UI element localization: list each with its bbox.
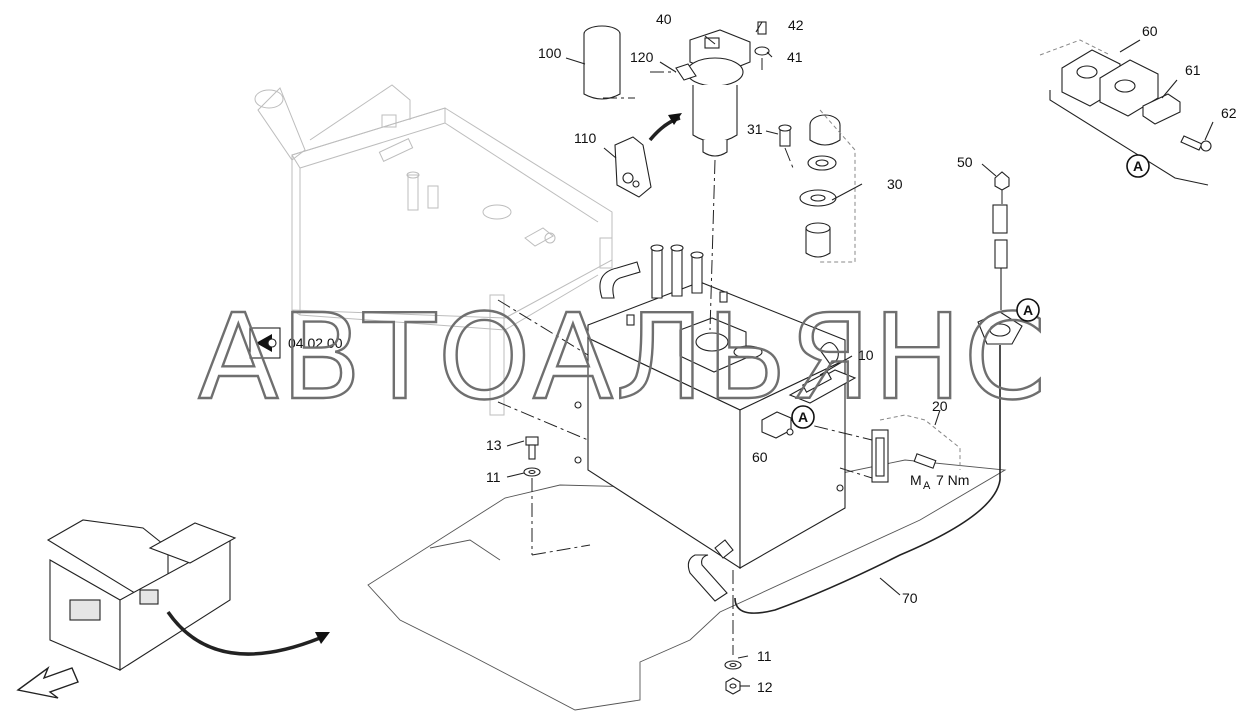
torque-value: 7 Nm [936, 472, 969, 488]
callout-50: 50 [957, 154, 973, 170]
watermark-text: АВТОАЛЬЯНС [198, 288, 1048, 426]
detail-marker-a: A [1016, 298, 1040, 322]
reference-code: 04.02.00 [288, 335, 343, 351]
callout-120: 120 [630, 49, 654, 65]
detail-marker-a-label: A [1023, 302, 1033, 318]
callout-31: 31 [747, 121, 763, 137]
reference-symbol [249, 327, 281, 359]
fasteners [523, 436, 742, 695]
callout-12: 12 [757, 679, 773, 695]
level-sensor [734, 171, 1023, 614]
callout-100: 100 [538, 45, 562, 61]
callout-40: 40 [656, 11, 672, 27]
sight-gauge [871, 414, 961, 483]
callout-62: 62 [1221, 105, 1237, 121]
background-main-tank [254, 84, 613, 416]
hydraulic-tank [574, 244, 857, 602]
callout-61: 61 [1185, 62, 1201, 78]
detail-marker-a: A [1126, 154, 1150, 178]
torque-sub: A [923, 480, 931, 492]
callout-41: 41 [787, 49, 803, 65]
paver-inset [16, 519, 330, 699]
part-callouts: 40 42 41 100 120 110 31 30 50 60 61 62 1… [486, 11, 1237, 695]
callout-60-tank: 60 [752, 449, 768, 465]
return-filter [583, 21, 770, 198]
breather-assembly [778, 109, 856, 263]
callout-30: 30 [887, 176, 903, 192]
callout-11-upper: 11 [486, 469, 501, 485]
detail-a-clamp [1039, 39, 1212, 186]
callout-42: 42 [788, 17, 804, 33]
callout-11-lower: 11 [757, 648, 772, 664]
callout-110: 110 [574, 130, 597, 146]
torque-spec: M A 7 Nm [910, 472, 969, 492]
detail-marker-a-label: A [798, 409, 808, 425]
detail-marker-a-label: A [1133, 158, 1143, 174]
callout-13: 13 [486, 437, 502, 453]
callout-20: 20 [932, 398, 948, 414]
callout-60-detail: 60 [1142, 23, 1158, 39]
leader-lines [497, 21, 1214, 687]
detail-marker-a: A [791, 405, 815, 429]
callout-70: 70 [902, 590, 918, 606]
torque-prefix: M [910, 472, 922, 488]
callout-10: 10 [858, 347, 874, 363]
clamp-on-tank [761, 411, 794, 439]
